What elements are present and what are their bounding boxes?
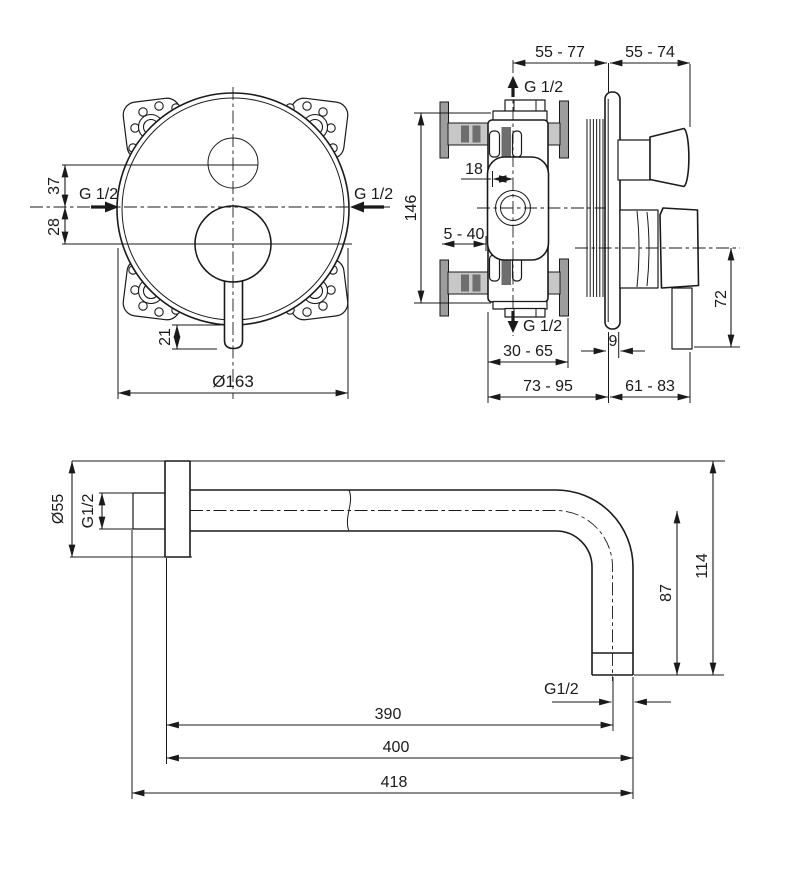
wall-strip-right-top [559, 100, 569, 159]
outlet-top: G 1/2 [507, 76, 563, 97]
outlet-top-label: G 1/2 [524, 79, 563, 96]
dim-lever-drop: 72 [694, 247, 740, 348]
dim-rough-depth-label: 30 - 65 [503, 343, 553, 360]
dim-lever-clearance-label: 21 [157, 328, 174, 346]
dim-protrusion-label: 55 - 74 [625, 44, 675, 61]
cartridge-housing [486, 156, 550, 261]
inlet-left: G 1/2 [79, 186, 119, 213]
dim-inlet-thread: G1/2 [80, 492, 133, 530]
flow-arrow-down-icon [507, 321, 519, 333]
dim-plaster-range: 5 - 40 [441, 226, 487, 251]
spout-view: Ø55 G1/2 87 114 G1/2 [50, 460, 725, 799]
wall-strip-left-bottom [439, 259, 449, 317]
dim-total-length: 418 [131, 774, 634, 797]
spout-tube-outline [190, 489, 634, 676]
dim-body-height: 146 [403, 112, 491, 304]
wall-strip-right-bottom [559, 258, 569, 317]
front-view: 37 28 G 1/2 G 1/2 21 [30, 87, 393, 399]
lever-handle [223, 277, 244, 350]
wall-strip-left-top [439, 101, 449, 159]
dim-inlet-thread-label: G1/2 [80, 494, 97, 529]
dim-diverter-offset-label: 37 [46, 177, 63, 195]
flow-arrow-up-icon [507, 76, 519, 88]
spout-wall-flange [164, 460, 191, 558]
dim-plate-thickness-label: 9 [609, 333, 618, 350]
dim-reach-edge: 400 [166, 739, 634, 762]
dim-lever-drop-label: 72 [713, 290, 730, 308]
dim-plaster-range-label: 5 - 40 [444, 226, 485, 243]
dim-center-offset-label: 18 [465, 161, 483, 178]
dim-handle-protrusion: 61 - 83 [609, 352, 691, 403]
dim-reach-edge-label: 400 [383, 739, 410, 756]
dim-rough-depth: 30 - 65 [487, 312, 569, 403]
dim-outlet-thread-label: G1/2 [544, 681, 579, 698]
dim-protrusion: 55 - 74 [609, 44, 691, 67]
dim-body-height-label: 146 [403, 195, 420, 222]
flow-arrow-right-icon [350, 201, 364, 213]
dim-outlet-drop: 87 [658, 510, 681, 676]
side-view: G 1/2 G 1/2 55 - 77 55 - 74 146 [403, 44, 740, 403]
dim-total-drop: 114 [694, 460, 717, 676]
inlet-left-label: G 1/2 [79, 186, 118, 203]
dim-total-depth-label: 73 - 95 [523, 378, 573, 395]
dim-center-offset: 18 [461, 161, 513, 187]
dim-plate-thickness: 9 [581, 332, 645, 403]
dim-flange-diameter-label: Ø55 [50, 494, 67, 524]
dim-reach-center: 390 [166, 706, 614, 729]
dim-recess-depth: 55 - 77 [512, 44, 608, 67]
spout-inlet-stub [132, 492, 166, 530]
handle-profile [619, 207, 700, 350]
dim-outlet-drop-label: 87 [658, 584, 675, 602]
dim-inlet-offset: 28 [46, 206, 69, 245]
dim-reach-center-label: 390 [375, 706, 402, 723]
spout-centerline [190, 510, 613, 681]
flow-arrow-left-icon [105, 201, 119, 213]
dim-total-drop-label: 114 [694, 553, 711, 579]
lever-arm-profile [671, 287, 693, 350]
dim-total-length-label: 418 [381, 774, 408, 791]
escutcheon-plate-profile [604, 91, 621, 330]
dim-lever-clearance: 21 [157, 324, 221, 350]
dim-diverter-offset: 37 [46, 164, 69, 208]
dim-inlet-offset-label: 28 [46, 218, 63, 236]
dim-handle-protrusion-label: 61 - 83 [625, 378, 675, 395]
dim-flange-diameter: Ø55 [50, 460, 192, 558]
inlet-right: G 1/2 [350, 186, 393, 213]
dim-plate-diameter-label: Ø163 [212, 372, 254, 391]
inlet-bottom-label: G 1/2 [523, 318, 562, 335]
dim-total-depth: 73 - 95 [487, 378, 609, 401]
inlet-bottom: G 1/2 [507, 311, 562, 335]
inlet-right-label: G 1/2 [354, 186, 393, 203]
dim-plate-diameter: Ø163 [117, 248, 349, 399]
valve-body [486, 99, 550, 318]
dim-outlet-thread: G1/2 [544, 681, 671, 706]
diverter-knob-profile [617, 127, 690, 188]
dim-recess-depth-label: 55 - 77 [535, 44, 585, 61]
